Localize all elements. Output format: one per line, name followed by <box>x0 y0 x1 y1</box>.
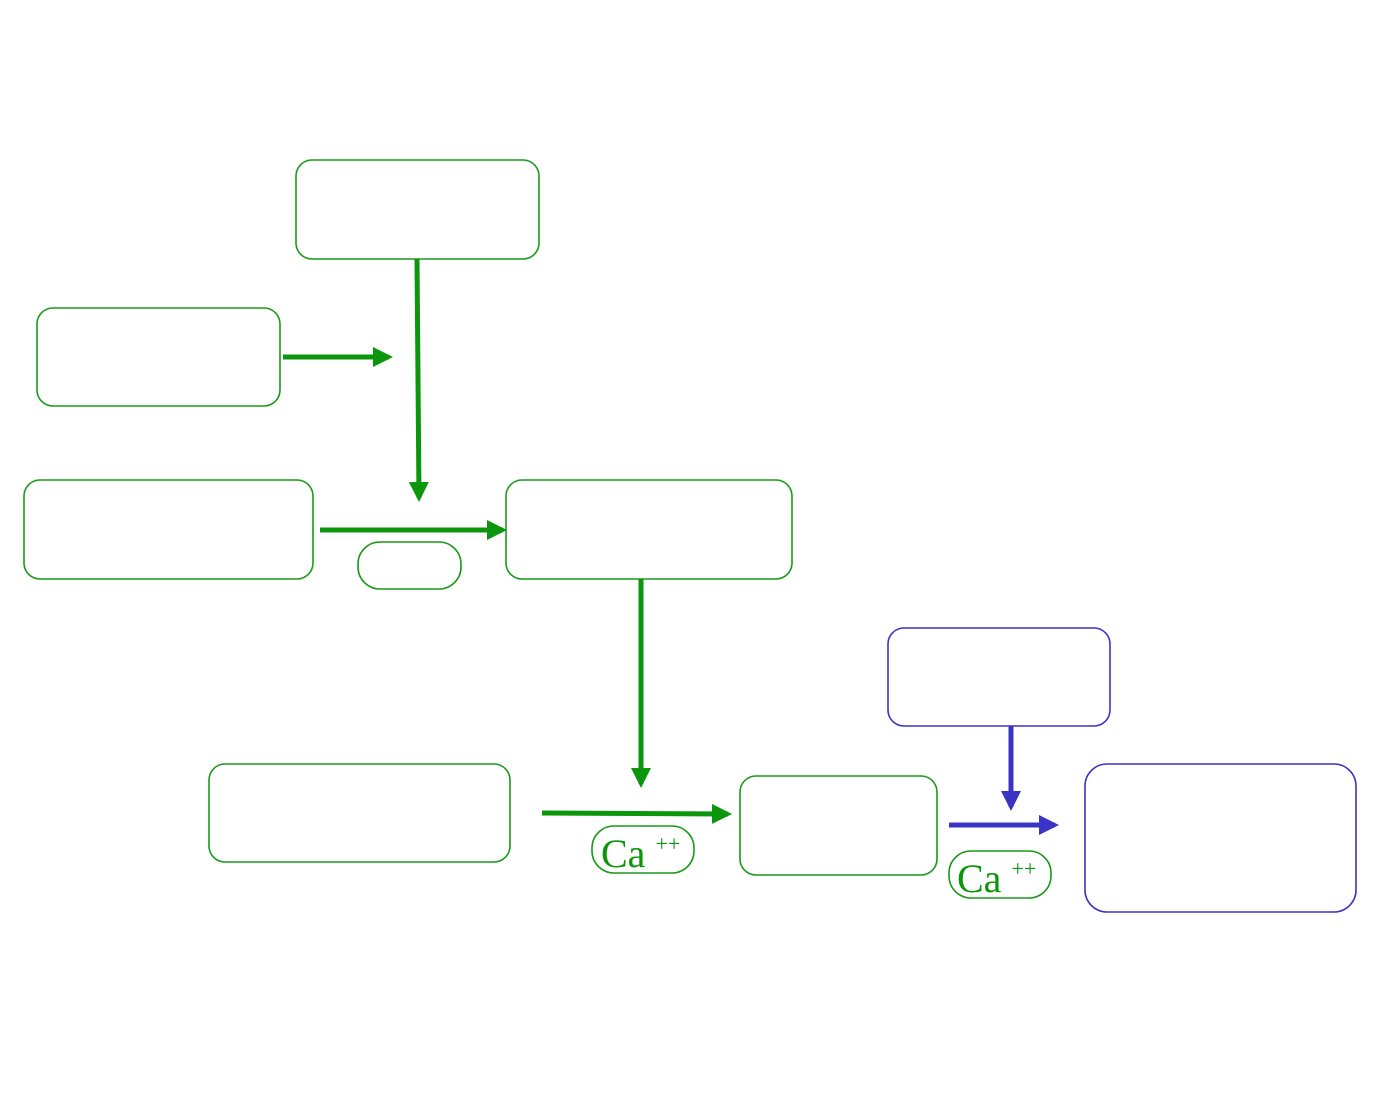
box-lower-left <box>208 763 511 863</box>
box-lower-center <box>739 775 938 876</box>
box-blue-result <box>1084 763 1357 913</box>
box-blue-top <box>887 627 1111 727</box>
box-center <box>505 479 793 580</box>
ion-label-1-base: Ca <box>601 831 646 876</box>
svg-text:Ca ++: Ca ++ <box>957 856 1036 901</box>
ion-label-2: Ca ++ <box>948 850 1052 901</box>
arrow-lower-right <box>541 803 732 824</box>
svg-text:Ca ++: Ca ++ <box>601 831 680 876</box>
ion-label-1-border <box>591 825 695 874</box>
ion-label-1: Ca ++ <box>591 825 695 876</box>
ion-label-2-base: Ca <box>957 856 1002 901</box>
ion-label-1-superscript: ++ <box>655 831 680 856</box>
box-top <box>295 159 540 260</box>
box-small-pill <box>357 541 462 590</box>
box-left-upper <box>36 307 281 407</box>
box-left-middle <box>23 479 314 580</box>
arrow-top-down <box>408 258 429 502</box>
ion-label-2-superscript: ++ <box>1011 856 1036 881</box>
ion-label-2-border <box>948 850 1052 899</box>
